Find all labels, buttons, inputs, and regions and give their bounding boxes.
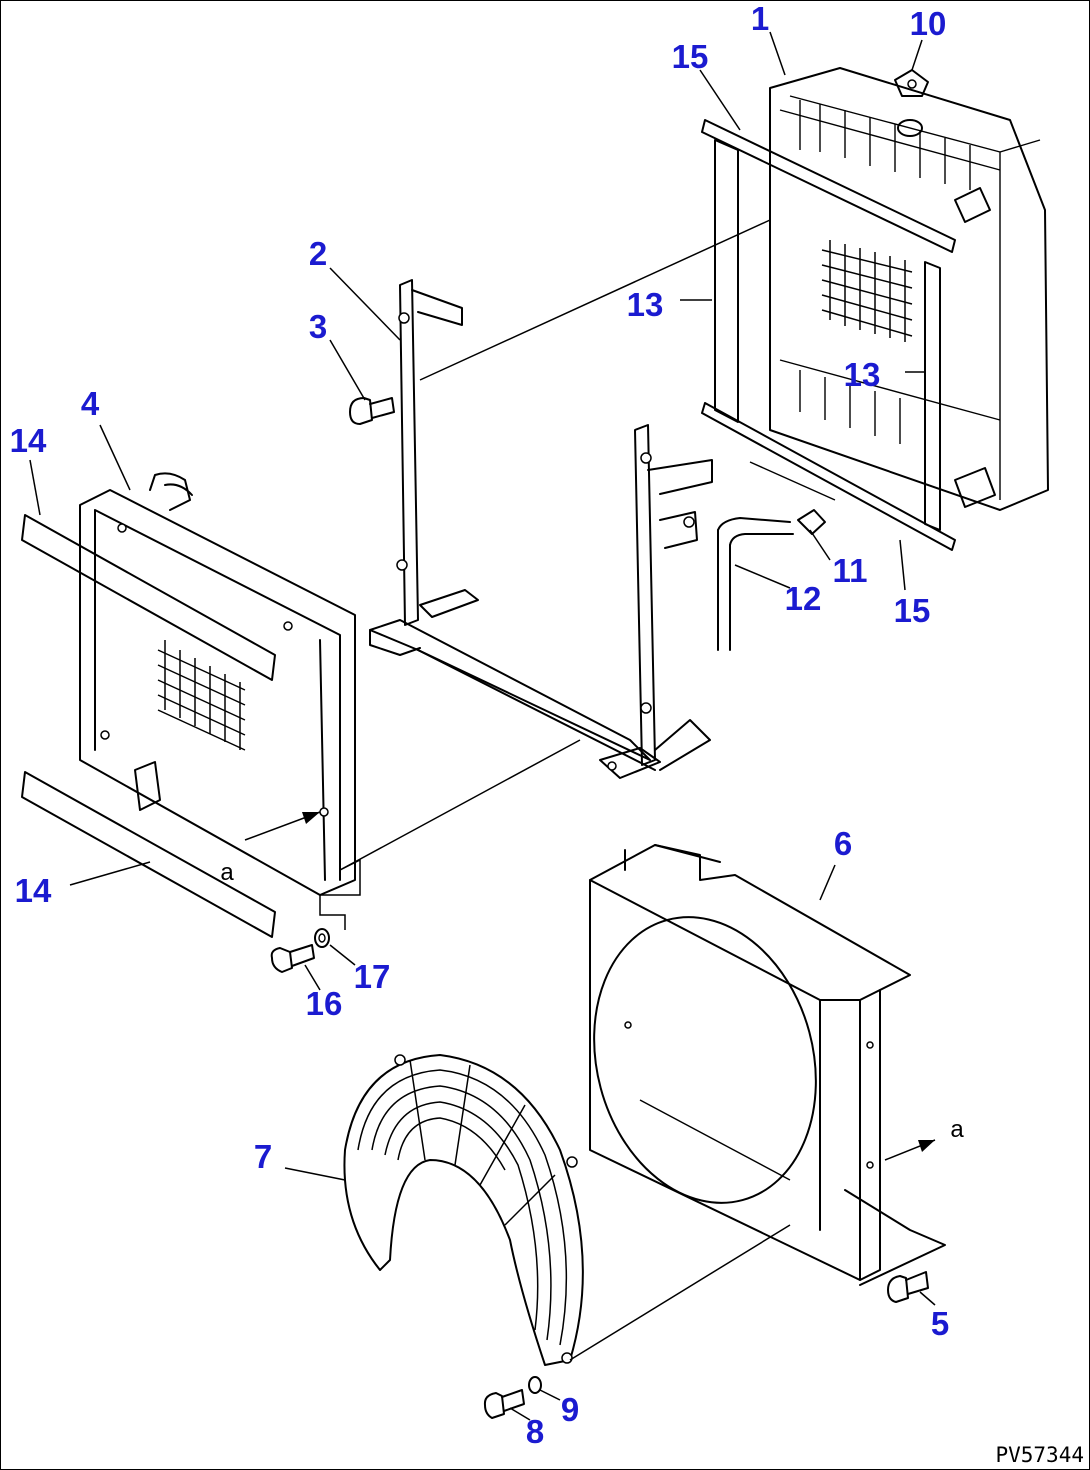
bolt-16 [270, 944, 315, 973]
callout-3: 3 [309, 308, 327, 345]
view-marker-a: a [220, 859, 234, 886]
callout-14: 14 [15, 872, 52, 909]
callout-13: 13 [844, 356, 881, 393]
callout-2: 2 [309, 235, 327, 272]
seal-strip-upper-14 [21, 514, 276, 681]
callout-8: 8 [526, 1413, 544, 1450]
drain-cock [749, 461, 836, 535]
callout-11: 11 [833, 552, 868, 589]
bolt-5 [887, 1271, 929, 1303]
callout-5: 5 [931, 1305, 949, 1342]
side-seal-right-13 [924, 261, 941, 531]
callout-17: 17 [354, 958, 391, 995]
callout-13: 13 [627, 286, 664, 323]
washer-17 [314, 928, 330, 948]
callout-1: 1 [751, 0, 769, 37]
callout-15: 15 [894, 592, 931, 629]
callout-16: 16 [306, 985, 343, 1022]
drain-hose [717, 517, 794, 651]
callout-6: 6 [834, 825, 852, 862]
shroud [589, 844, 946, 1286]
fan-guard [343, 1054, 584, 1366]
callout-15: 15 [672, 38, 709, 75]
bracket [369, 279, 713, 779]
seal-strip-upper-15 [701, 119, 956, 253]
callout-12: 12 [785, 580, 822, 617]
seal-strip-lower-15 [701, 402, 956, 551]
seal-strip-lower-14 [21, 771, 276, 938]
view-marker-a: a [950, 1116, 964, 1143]
washer-9 [528, 1376, 542, 1394]
bolt-3 [349, 397, 395, 425]
assembly-lines [29, 31, 936, 1421]
side-seal-left-13 [714, 139, 739, 423]
callout-labels: 1 10 15 13 13 2 3 4 14 14 11 12 15 6 17 … [10, 0, 950, 1450]
radiator-cap [894, 69, 929, 97]
callout-7: 7 [254, 1138, 272, 1175]
bolt-8 [483, 1389, 525, 1419]
callout-9: 9 [561, 1391, 579, 1428]
callout-10: 10 [910, 5, 947, 42]
radiator [769, 67, 1049, 511]
guard-frame [79, 472, 356, 896]
callout-14: 14 [10, 422, 47, 459]
callout-4: 4 [81, 385, 100, 422]
drawing-code: PV57344 [995, 1443, 1084, 1467]
